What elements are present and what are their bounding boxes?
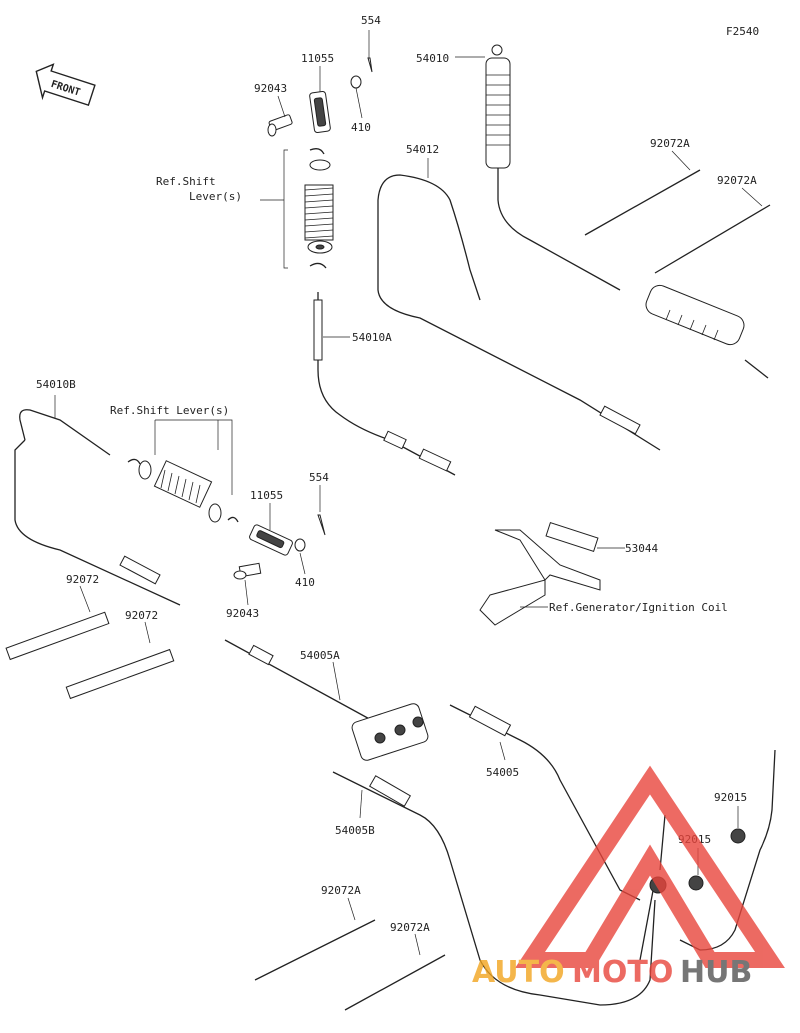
label-92043-top: 92043	[254, 82, 287, 95]
cables-54005	[224, 639, 776, 1006]
bracket-53044	[479, 521, 625, 626]
front-arrow-icon: FRONT	[35, 63, 96, 107]
cable-54010a	[313, 292, 456, 476]
label-92015-1: 92015	[714, 791, 747, 804]
label-54005: 54005	[486, 766, 519, 779]
label-554-top: 554	[361, 14, 381, 27]
label-410-top: 410	[351, 121, 371, 134]
label-11055-mid: 11055	[250, 489, 283, 502]
label-554-mid: 554	[309, 471, 329, 484]
label-54005a: 54005A	[300, 649, 340, 662]
watermark-logo: AUTO MOTO HUB	[472, 765, 785, 990]
watermark-part1: AUTO	[472, 955, 565, 990]
label-92072-1: 92072	[66, 573, 99, 586]
label-ref-shift-lever-mid: Ref.Shift Lever(s)	[110, 404, 229, 417]
watermark-part3: HUB	[680, 955, 752, 990]
label-92072a-2: 92072A	[717, 174, 757, 187]
cable-54012	[377, 158, 661, 451]
label-92072-2: 92072	[125, 609, 158, 622]
label-92072a-4: 92072A	[390, 921, 430, 934]
cable-54010	[455, 44, 769, 379]
label-92072a-1: 92072A	[650, 137, 690, 150]
label-ref-shift-lever-top: Ref.Shift Lever(s)	[156, 175, 242, 203]
label-54010a: 54010A	[352, 331, 392, 344]
label-54012: 54012	[406, 143, 439, 156]
label-54010b: 54010B	[36, 378, 76, 391]
label-92043-mid: 92043	[226, 607, 259, 620]
label-11055-top: 11055	[301, 52, 334, 65]
label-92072a-3: 92072A	[321, 884, 361, 897]
shift-lever-parts-top	[260, 30, 373, 269]
label-53044: 53044	[625, 542, 658, 555]
cable-ties-bottom	[254, 897, 446, 1011]
label-ref-generator: Ref.Generator/Ignition Coil	[549, 601, 728, 614]
cable-ties-left	[5, 585, 175, 700]
label-410-mid: 410	[295, 576, 315, 589]
shift-lever-parts-mid	[127, 419, 326, 606]
cable-54010b	[14, 395, 181, 606]
figure-code: F2540	[726, 25, 759, 38]
cable-ties-top-right	[584, 150, 771, 274]
label-54010: 54010	[416, 52, 449, 65]
watermark-part2: MOTO	[572, 955, 673, 990]
label-54005b: 54005B	[335, 824, 375, 837]
